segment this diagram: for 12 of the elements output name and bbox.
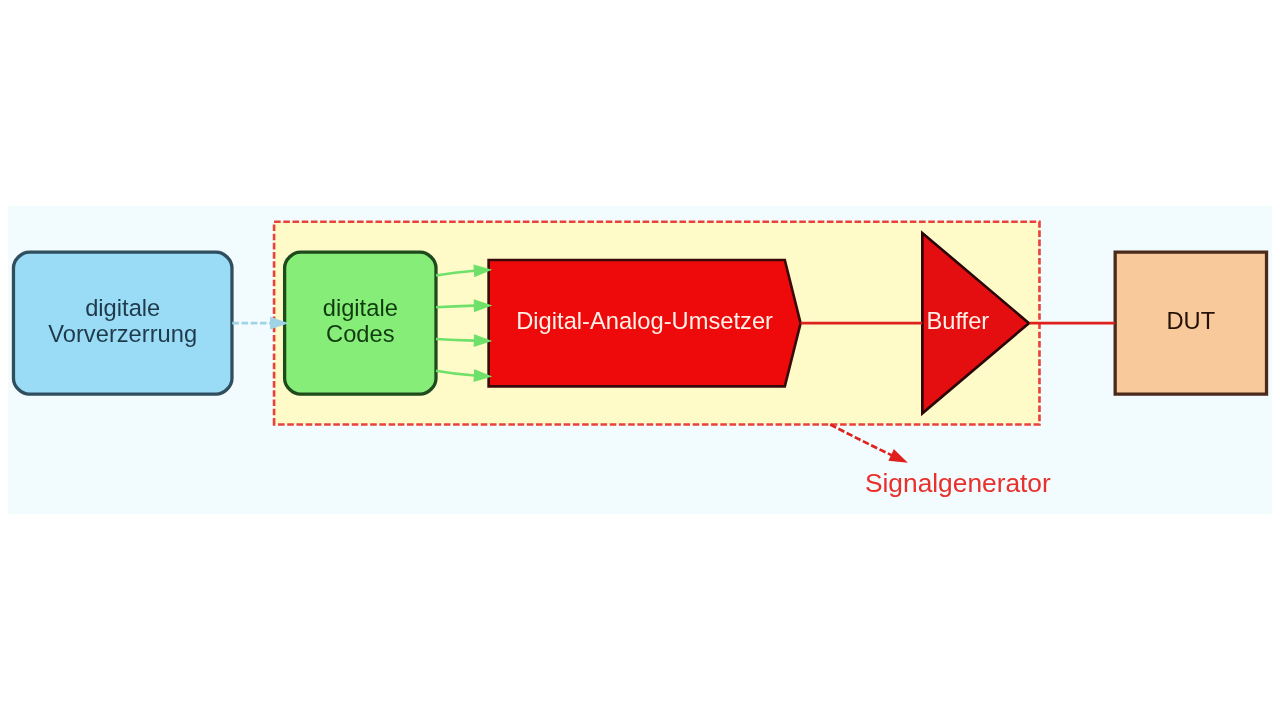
connector xyxy=(800,321,922,324)
node-box: digitale Vorverzerrung xyxy=(11,249,234,396)
arrow xyxy=(829,422,908,463)
arrow xyxy=(435,263,493,277)
arrow xyxy=(435,368,493,382)
node-box: DUT xyxy=(1113,249,1269,396)
arrow xyxy=(232,316,289,330)
arrow xyxy=(435,333,493,347)
connector xyxy=(1029,321,1115,324)
node-text: Signalgenerator xyxy=(864,467,1051,498)
arrow xyxy=(435,298,493,312)
node-box: digitale Codes xyxy=(282,249,438,396)
